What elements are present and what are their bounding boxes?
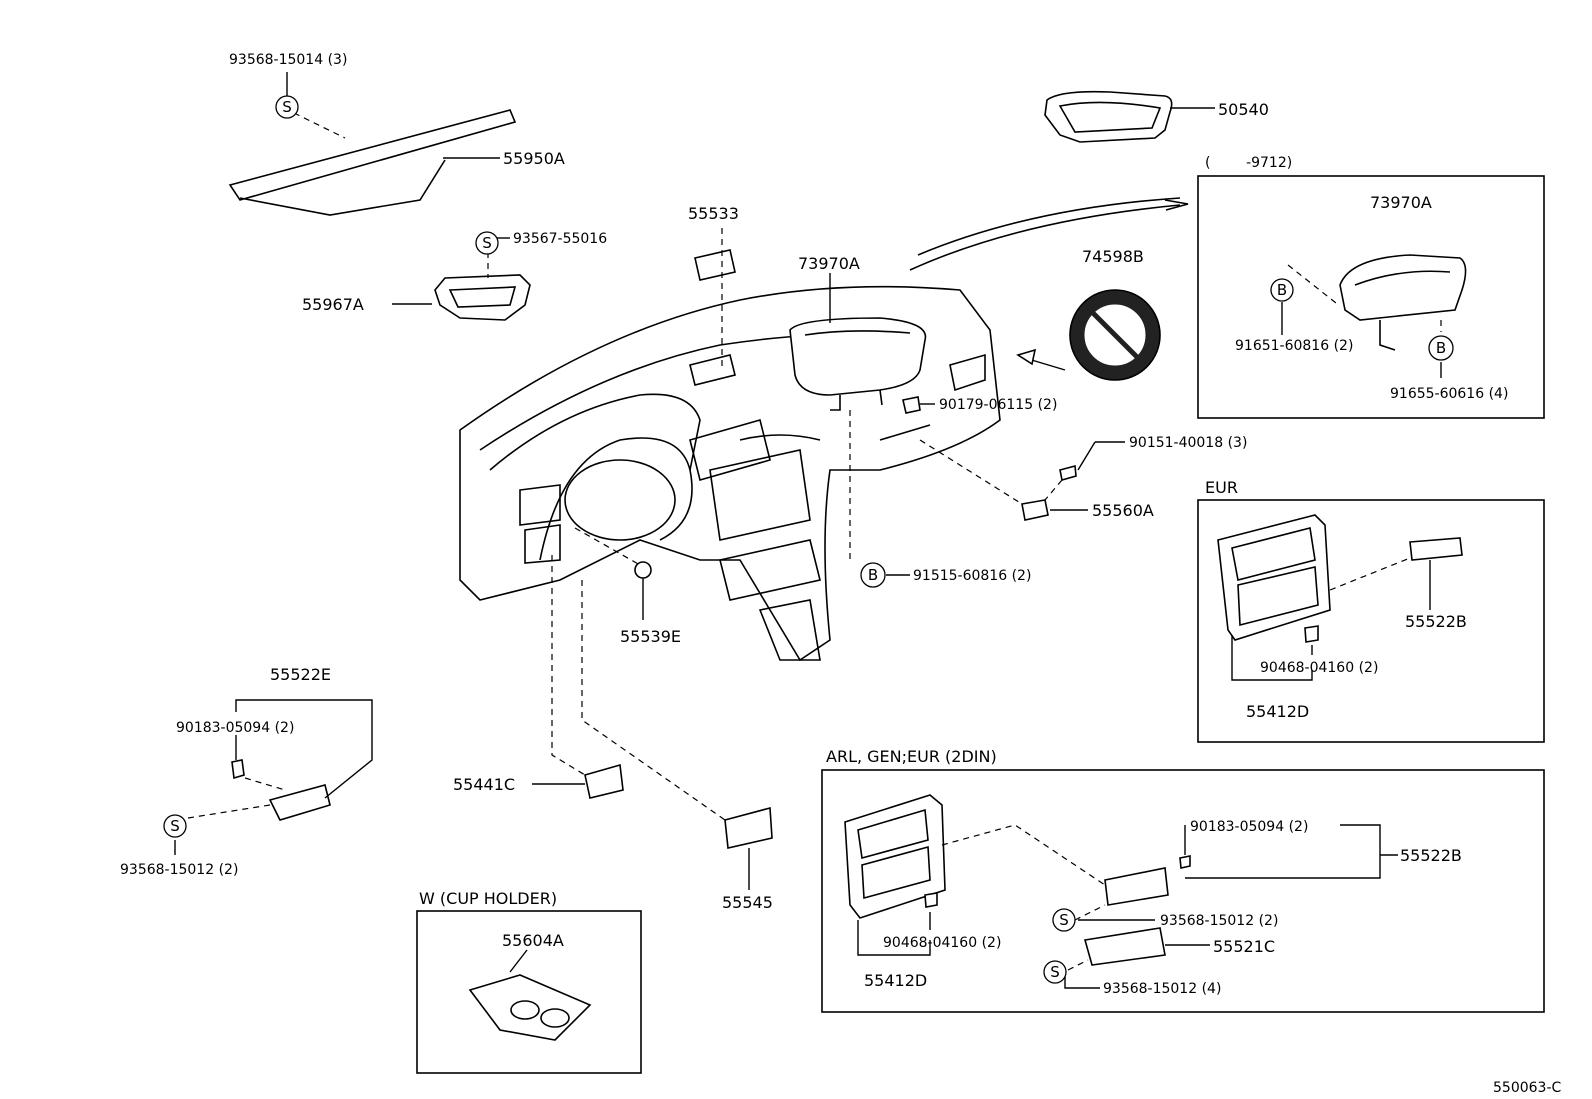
inset-2din-label-93568-b: 93568-15012 (4) (1103, 981, 1221, 997)
label-55533: 55533 (688, 204, 739, 223)
label-drawing-code: 550063-C (1493, 1080, 1561, 1096)
inset-2din-label-55412D: 55412D (864, 971, 927, 990)
inset-2din-label-93568-a: 93568-15012 (2) (1160, 913, 1278, 929)
label-93567-55016: 93567-55016 (513, 231, 607, 247)
inset-2din-label-90183: 90183-05094 (2) (1190, 819, 1308, 835)
airbag-module-73970A (789, 317, 927, 411)
svg-text:B: B (868, 566, 878, 584)
label-55560A: 55560A (1092, 501, 1154, 520)
cup-holder-55604A (468, 974, 592, 1041)
symbol-s-4: S (1052, 908, 1076, 932)
inset-2din-title: ARL, GEN;EUR (2DIN) (826, 747, 997, 766)
symbol-s-3: S (163, 814, 187, 838)
vent-55967A (434, 274, 531, 321)
symbol-b-1: B (860, 562, 886, 588)
dashboard-panel (459, 197, 1189, 662)
inset-9712-title: ( -9712) (1205, 155, 1292, 171)
label-90151-40018: 90151-40018 (3) (1129, 435, 1247, 451)
inset-eur-label-55412D: 55412D (1246, 702, 1309, 721)
inset-2din-label-55521C: 55521C (1213, 937, 1275, 956)
svg-text:S: S (170, 817, 180, 835)
inset-box-9712 (1197, 175, 1545, 419)
label-55522E: 55522E (270, 665, 331, 684)
inset-eur-title: EUR (1205, 478, 1238, 497)
svg-text:S: S (1059, 911, 1069, 929)
svg-text:S: S (282, 98, 292, 116)
bolt-90151 (1059, 464, 1077, 482)
inset-box-2din (821, 769, 1545, 1013)
part-55533 (694, 249, 736, 281)
symbol-b-2: B (1270, 278, 1294, 302)
bracket-55522E (231, 759, 331, 821)
leader-lines (174, 72, 1442, 989)
inset-2din-panel (844, 794, 1191, 966)
label-93568-15012-left: 93568-15012 (2) (120, 862, 238, 878)
label-55967A: 55967A (302, 295, 364, 314)
inset-9712-label-91651: 91651-60816 (2) (1235, 338, 1353, 354)
part-55441C (584, 763, 624, 799)
inset-box-cup-holder (416, 910, 642, 1074)
bezel-50540 (1044, 90, 1173, 143)
inset-box-eur (1197, 499, 1545, 743)
svg-text:S: S (1050, 963, 1060, 981)
inset-2din-label-90468: 90468-04160 (2) (883, 935, 1001, 951)
label-73970A: 73970A (798, 254, 860, 273)
inset-cup-title: W (CUP HOLDER) (419, 889, 557, 908)
label-55539E: 55539E (620, 627, 681, 646)
inset-9712-label-73970A: 73970A (1370, 193, 1432, 212)
label-93568-15014: 93568-15014 (3) (229, 52, 347, 68)
symbol-s-2: S (475, 231, 499, 255)
inset-9712-label-91655: 91655-60616 (4) (1390, 386, 1508, 402)
clip-90179 (902, 396, 921, 414)
part-55545 (724, 806, 773, 849)
label-74598B: 74598B (1082, 247, 1144, 266)
label-55441C: 55441C (453, 775, 515, 794)
label-90183-05094-left: 90183-05094 (2) (176, 720, 294, 736)
inset-9712-airbag (1339, 254, 1467, 351)
symbol-s-1: S (275, 95, 299, 119)
inset-eur-panel (1217, 514, 1463, 643)
svg-text:S: S (482, 234, 492, 252)
inset-cup-label-55604A: 55604A (502, 931, 564, 950)
inset-eur-label-90468: 90468-04160 (2) (1260, 660, 1378, 676)
symbol-b-3: B (1428, 335, 1454, 361)
knob-55539E (634, 561, 652, 579)
trim-strip-55950A (228, 109, 517, 216)
label-90179-06115: 90179-06115 (2) (939, 397, 1057, 413)
airbag-label-74598B (1069, 289, 1161, 381)
label-91515-60816: 91515-60816 (2) (913, 568, 1031, 584)
symbol-s-5: S (1043, 960, 1067, 984)
switch-55560A (1021, 499, 1049, 521)
inset-2din-label-55522B: 55522B (1400, 846, 1462, 865)
label-55545: 55545 (722, 893, 773, 912)
svg-text:B: B (1436, 339, 1446, 357)
label-55950A: 55950A (503, 149, 565, 168)
svg-text:B: B (1277, 281, 1287, 299)
inset-eur-label-55522B: 55522B (1405, 612, 1467, 631)
label-50540: 50540 (1218, 100, 1269, 119)
